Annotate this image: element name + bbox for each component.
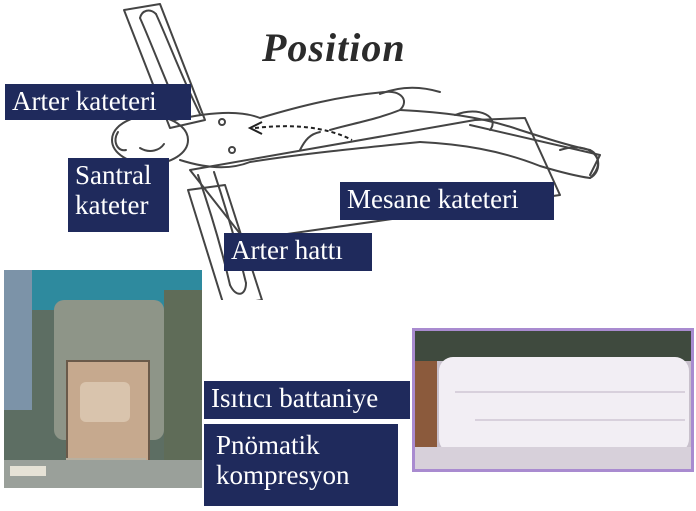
label-isitici-battaniye: Isıtıcı battaniye <box>204 381 410 419</box>
label-mesane-kateteri: Mesane kateteri <box>340 182 554 220</box>
pneumatic-compression-photo <box>4 270 202 488</box>
label-santral-kateter: Santral kateter <box>68 158 169 232</box>
label-arter-hatti: Arter hattı <box>224 233 372 271</box>
warming-blanket-photo <box>412 328 694 472</box>
label-pnomatik-kompresyon: Pnömatik kompresyon <box>204 424 398 506</box>
slide-title: Position <box>262 24 406 71</box>
label-arter-kateteri: Arter kateteri <box>5 84 191 120</box>
